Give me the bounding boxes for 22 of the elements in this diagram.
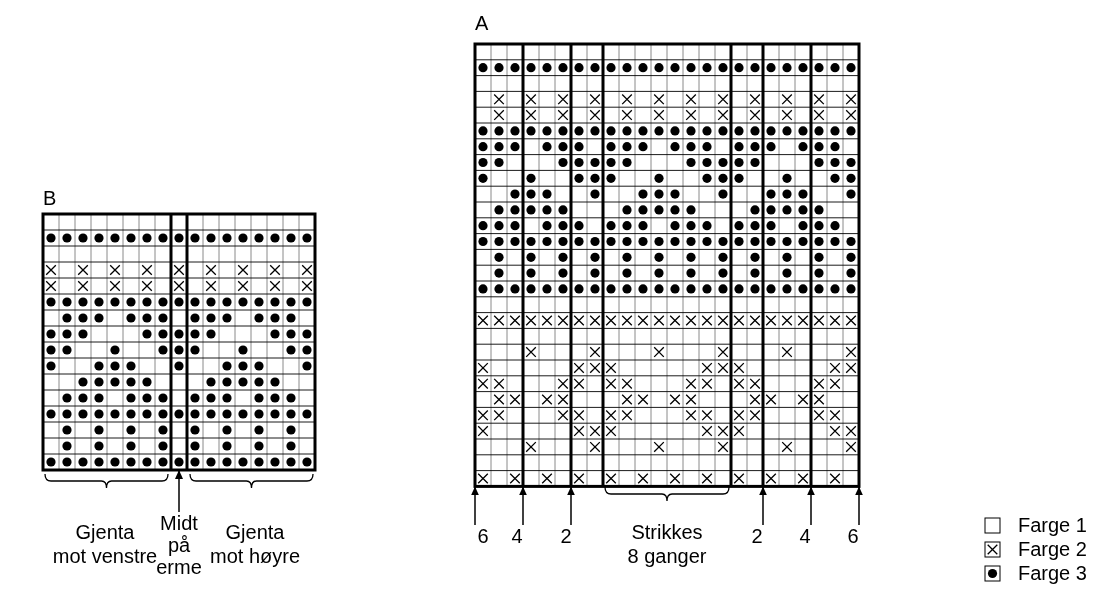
column-number: 4 <box>795 525 815 548</box>
legend-label: Farge 1 <box>1018 514 1087 537</box>
bracket-caption: Gjenta mot høyre <box>210 520 300 568</box>
chart-title: A <box>475 12 489 34</box>
column-number: 2 <box>747 525 767 548</box>
bracket-caption: Strikkes 8 ganger <box>627 520 707 568</box>
bracket-caption: Gjenta mot venstre <box>52 520 158 567</box>
arrow <box>855 485 863 526</box>
legend-label: Farge 3 <box>1018 562 1087 585</box>
arrow <box>175 469 183 513</box>
arrow <box>567 485 575 526</box>
column-number: 2 <box>556 525 576 548</box>
chart-title: B <box>43 187 57 209</box>
legend-label: Farge 2 <box>1018 538 1087 561</box>
arrow <box>807 485 815 526</box>
arrow <box>471 485 479 526</box>
arrow <box>519 485 527 526</box>
column-number: 6 <box>843 525 863 548</box>
arrow <box>759 485 767 526</box>
column-number: 4 <box>507 525 527 548</box>
arrow-caption: Midt på erme <box>156 512 202 578</box>
column-number: 6 <box>473 525 493 548</box>
